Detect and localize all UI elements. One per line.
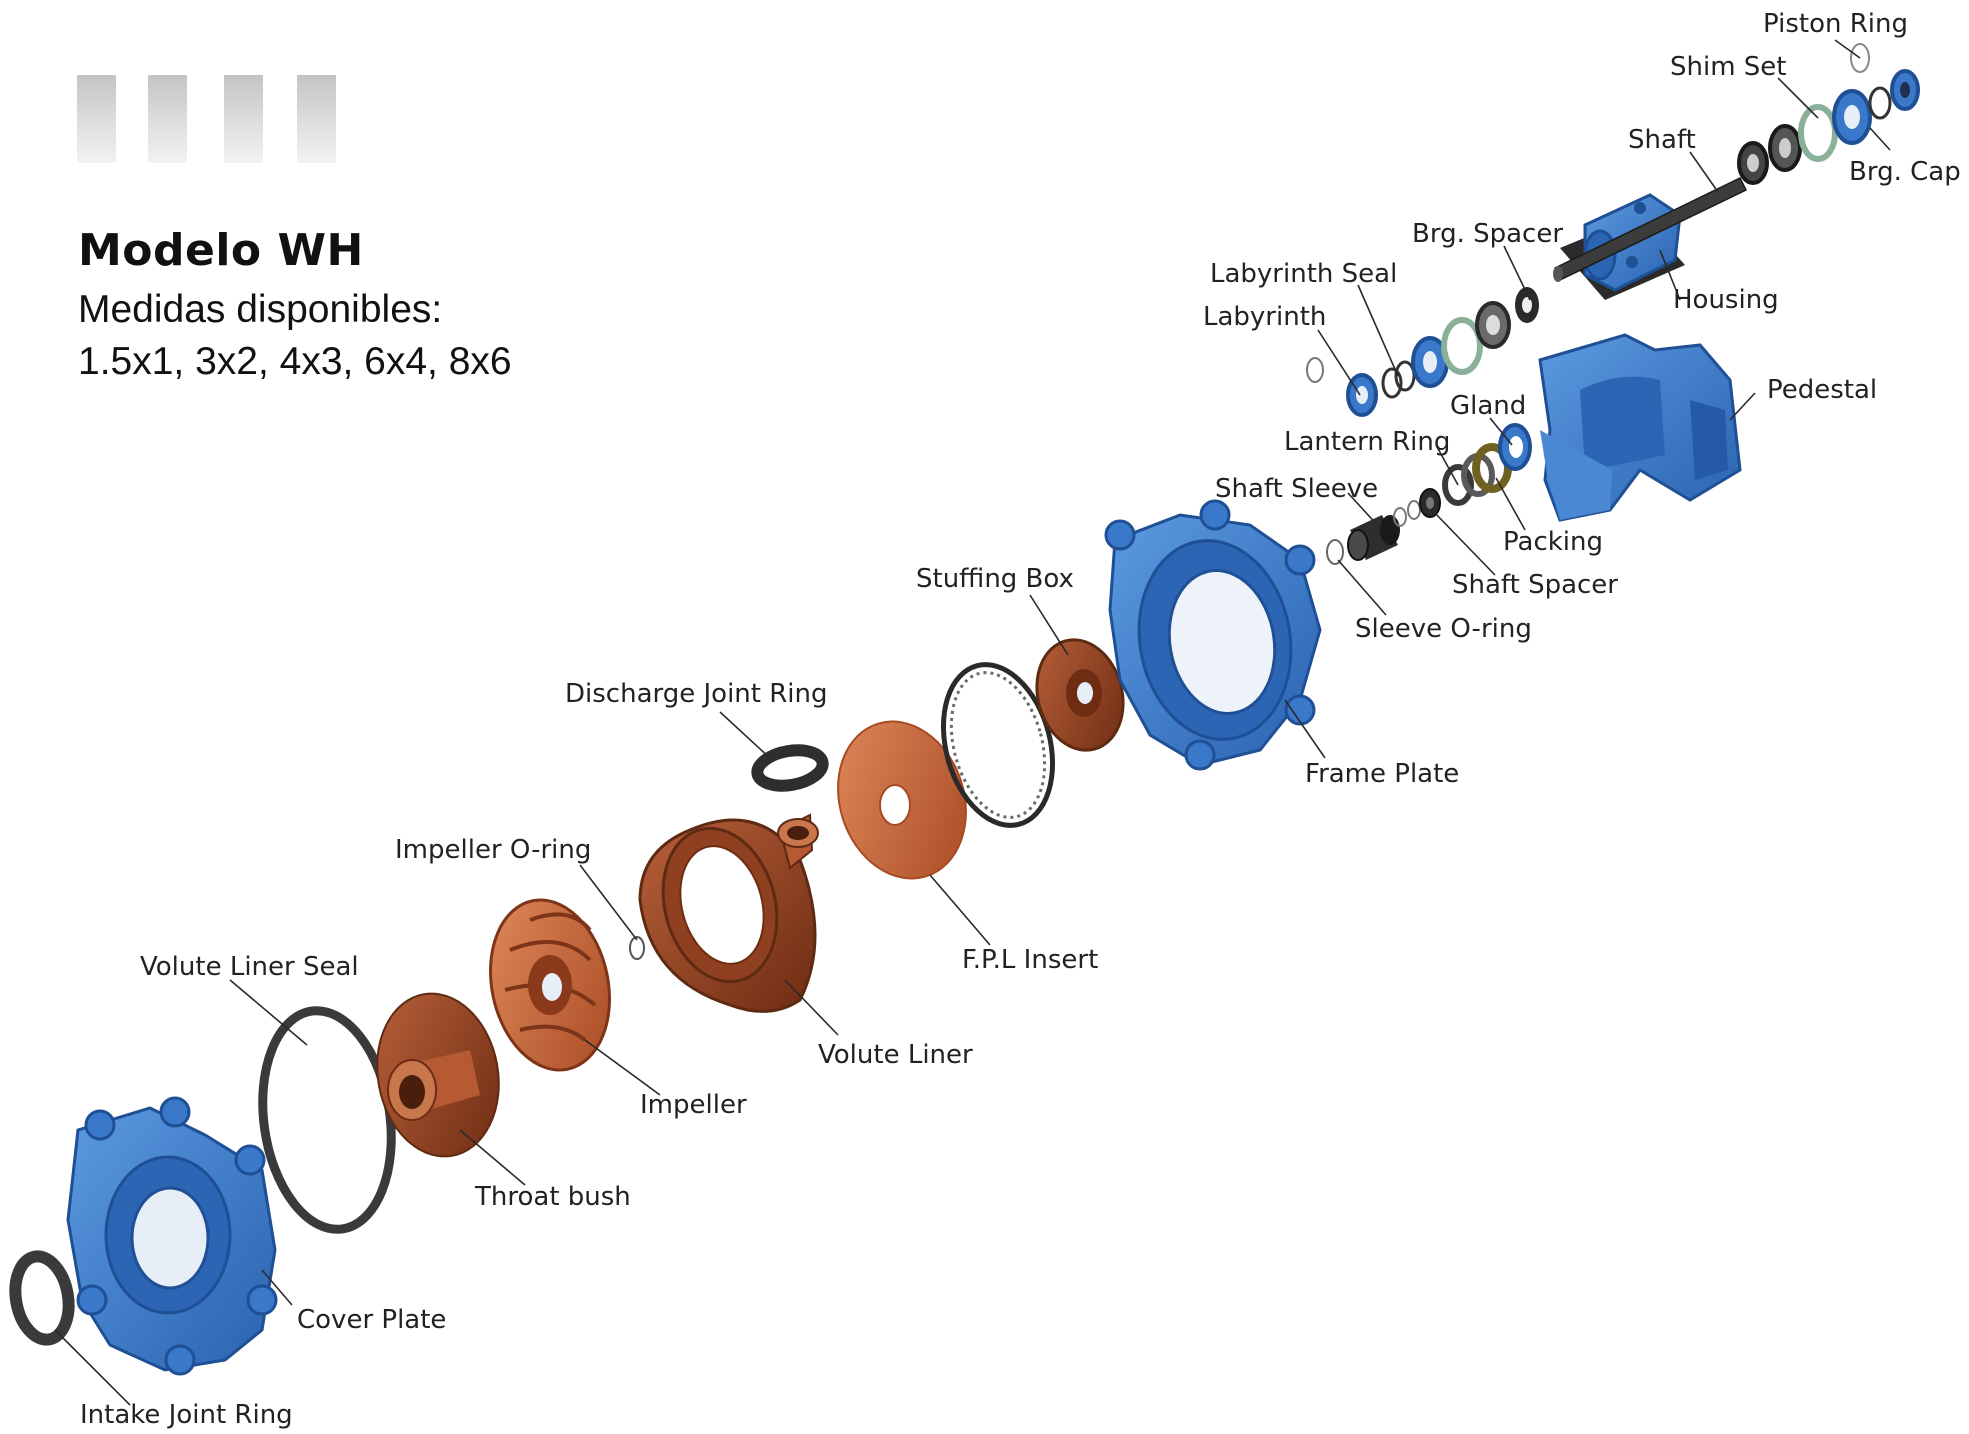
- brg-spacer-part: [1475, 287, 1539, 349]
- bearing-parts: [1737, 124, 1802, 185]
- label-labyrinth-seal: Labyrinth Seal: [1210, 259, 1397, 289]
- label-shim-set: Shim Set: [1670, 52, 1787, 82]
- sleeve-o-ring-part: [1326, 539, 1344, 565]
- label-volute-liner-seal: Volute Liner Seal: [140, 952, 359, 982]
- cover-plate-part: [66, 1096, 278, 1376]
- decorative-bar: [148, 75, 187, 163]
- label-lantern-ring: Lantern Ring: [1284, 427, 1450, 457]
- discharge-joint-ring-part: [751, 744, 829, 792]
- label-gland: Gland: [1450, 391, 1526, 421]
- leader-lines: [54, 39, 1891, 1406]
- frame-plate-liner-seal-part: [940, 662, 1056, 828]
- part-labels: Piston Ring Shim Set Brg. Cap Shaft Brg.…: [80, 9, 1961, 1430]
- sizes-label: Medidas disponibles:: [78, 288, 443, 331]
- pedestal-part: [1538, 333, 1742, 522]
- labyrinth-o-ring-part: [1306, 357, 1324, 383]
- lantern-ring-part: [1442, 464, 1474, 506]
- volute-liner-part: [638, 813, 819, 1013]
- label-labyrinth: Labyrinth: [1203, 302, 1326, 332]
- label-frame-plate: Frame Plate: [1305, 759, 1459, 789]
- label-brg-spacer: Brg. Spacer: [1412, 219, 1563, 249]
- intake-joint-ring-part: [9, 1250, 75, 1346]
- label-throat-bush: Throat bush: [474, 1182, 631, 1212]
- label-impeller-o-ring: Impeller O-ring: [395, 835, 591, 865]
- label-impeller: Impeller: [640, 1090, 747, 1120]
- labyrinth-seal-part: [1381, 360, 1416, 399]
- label-shaft-spacer: Shaft Spacer: [1452, 570, 1618, 600]
- decorative-bar: [297, 75, 336, 163]
- label-discharge-joint-ring: Discharge Joint Ring: [565, 679, 828, 709]
- sizes-values: 1.5x1, 3x2, 4x3, 6x4, 8x6: [78, 340, 512, 383]
- piston-ring-part: [1850, 43, 1870, 73]
- shaft-part: [1553, 177, 1748, 282]
- label-shaft-sleeve: Shaft Sleeve: [1215, 474, 1378, 504]
- impeller-o-ring-part: [629, 936, 645, 960]
- label-volute-liner: Volute Liner: [818, 1040, 973, 1070]
- shaft-sleeve-part: [1347, 515, 1400, 561]
- label-sleeve-o-ring: Sleeve O-ring: [1355, 614, 1532, 644]
- label-cover-plate: Cover Plate: [297, 1305, 446, 1335]
- fpl-insert-part: [837, 720, 967, 880]
- model-title: Modelo WH: [78, 225, 364, 276]
- label-brg-cap: Brg. Cap: [1849, 157, 1961, 187]
- labyrinth-part: [1346, 373, 1378, 417]
- label-stuffing-box: Stuffing Box: [916, 564, 1074, 594]
- frame-plate-part: [1104, 499, 1322, 771]
- sleeve-small-rings: [1393, 500, 1421, 527]
- label-housing: Housing: [1673, 285, 1779, 315]
- shaft-spacer-part: [1419, 488, 1441, 518]
- throat-bush-part: [376, 992, 500, 1158]
- label-piston-ring: Piston Ring: [1763, 9, 1908, 39]
- stuffing-box-part: [1035, 638, 1125, 752]
- green-shim-part: [1441, 317, 1483, 375]
- label-shaft: Shaft: [1628, 125, 1696, 155]
- impeller-part: [489, 898, 611, 1072]
- label-pedestal: Pedestal: [1767, 375, 1877, 405]
- label-intake-joint-ring: Intake Joint Ring: [80, 1400, 293, 1430]
- label-fpl-insert: F.P.L Insert: [962, 945, 1098, 975]
- shim-set-part: [1798, 104, 1838, 162]
- decorative-bar: [77, 75, 116, 163]
- gland-part: [1498, 423, 1532, 471]
- label-packing: Packing: [1503, 527, 1603, 557]
- decorative-bar: [224, 75, 263, 163]
- brg-cap-part: [1832, 69, 1920, 145]
